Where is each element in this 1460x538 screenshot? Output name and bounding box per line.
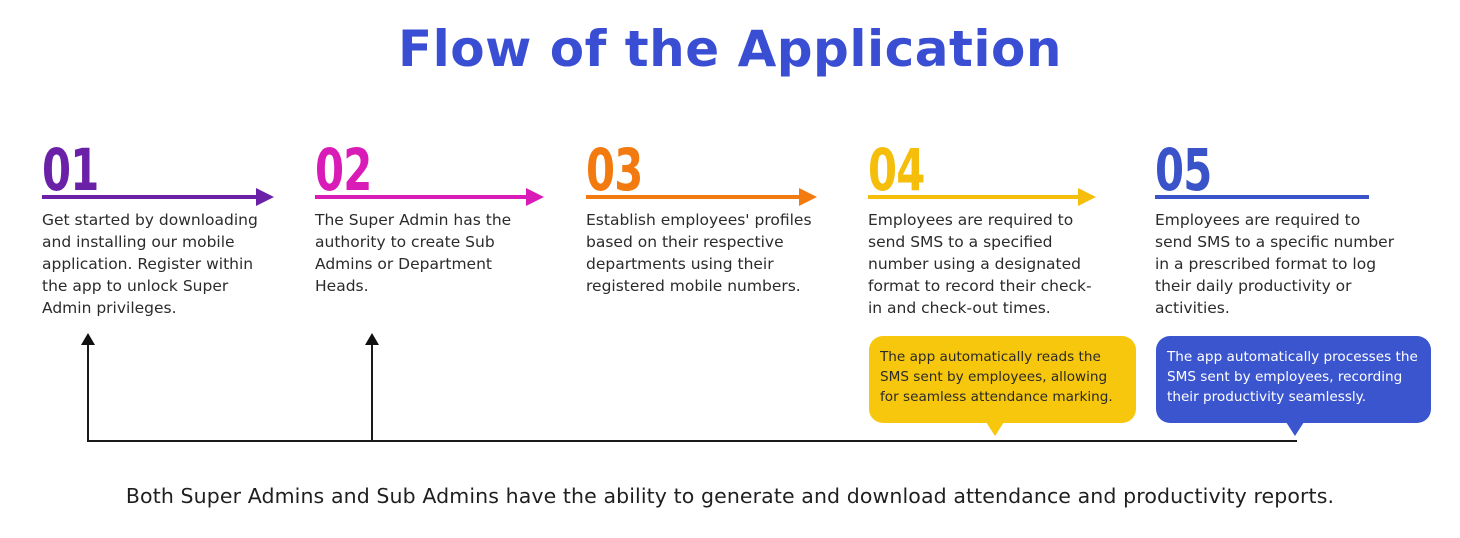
step-description: Employees are required to send SMS to a … <box>1155 211 1395 317</box>
step-connector-bar <box>586 195 800 199</box>
step-connector-bar <box>42 195 257 199</box>
step-connector-bar <box>315 195 527 199</box>
callout-tail <box>1286 422 1304 436</box>
step-number: 02 <box>315 136 372 204</box>
step-number: 01 <box>42 136 99 204</box>
step-number: 03 <box>586 136 643 204</box>
page-title: Flow of the Application <box>398 20 1062 78</box>
step-number: 05 <box>1155 136 1212 204</box>
arrow-right-icon <box>1078 188 1096 206</box>
step-description: Employees are required to send SMS to a … <box>868 211 1092 317</box>
step-01: 01 Get started by downloading and instal… <box>42 136 282 317</box>
step-underline-bar <box>1155 195 1369 199</box>
step-number: 04 <box>868 136 925 204</box>
feedback-line-up-01 <box>87 344 89 441</box>
footer-summary: Both Super Admins and Sub Admins have th… <box>125 484 1335 508</box>
arrow-right-icon <box>799 188 817 206</box>
note-text: The app automatically processes the SMS … <box>1167 349 1418 405</box>
callout-tail <box>986 422 1004 436</box>
step-03: 03 Establish employees' profiles based o… <box>586 136 836 295</box>
arrow-up-icon <box>81 333 95 345</box>
step-connector-bar <box>868 195 1079 199</box>
arrow-up-icon <box>365 333 379 345</box>
step-description: Establish employees' profiles based on t… <box>586 211 812 295</box>
step-04: 04 Employees are required to send SMS to… <box>868 136 1118 317</box>
step-05: 05 Employees are required to send SMS to… <box>1155 136 1405 317</box>
step-description: Get started by downloading and installin… <box>42 211 258 317</box>
feedback-baseline <box>87 440 1297 442</box>
feedback-line-up-02 <box>371 344 373 441</box>
step-02: 02 The Super Admin has the authority to … <box>315 136 555 295</box>
note-text: The app automatically reads the SMS sent… <box>880 349 1113 405</box>
attendance-note-callout: The app automatically reads the SMS sent… <box>869 336 1136 436</box>
productivity-note-callout: The app automatically processes the SMS … <box>1156 336 1431 436</box>
arrow-right-icon <box>526 188 544 206</box>
arrow-right-icon <box>256 188 274 206</box>
step-description: The Super Admin has the authority to cre… <box>315 211 512 295</box>
